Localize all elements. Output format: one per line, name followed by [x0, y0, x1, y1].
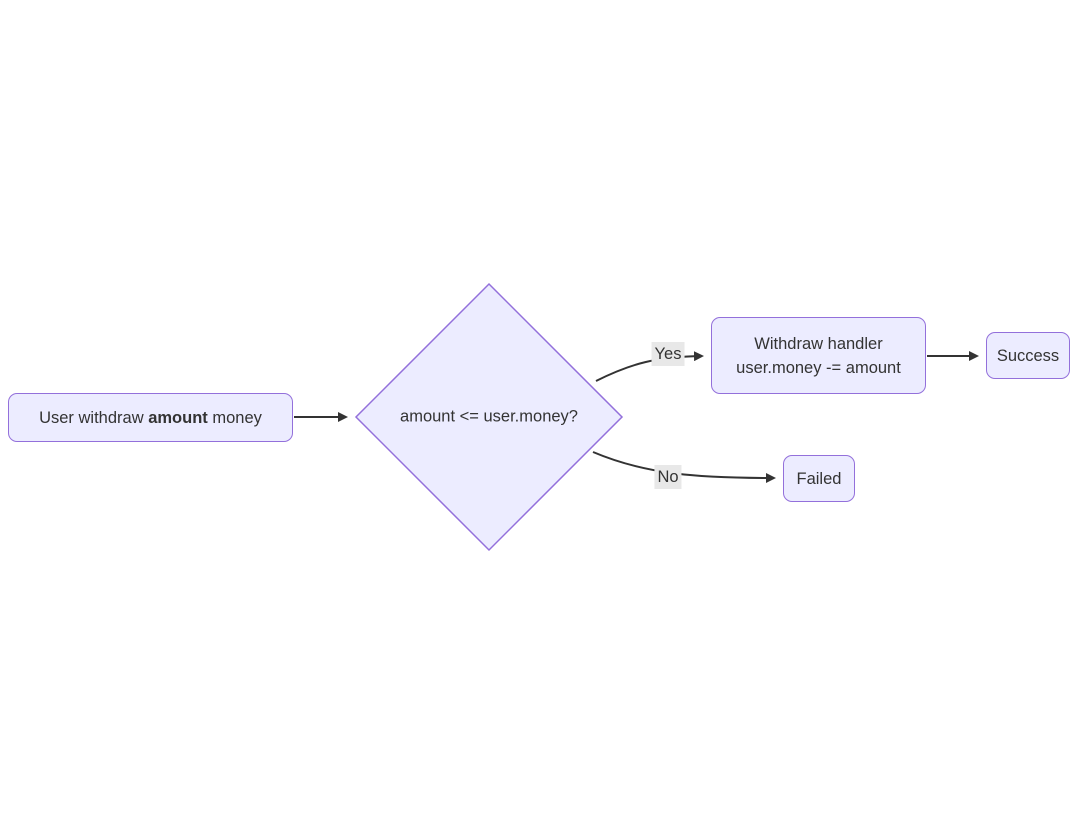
edge-decision-to-handler: [595, 351, 704, 382]
edge-decision-to-failed: [592, 451, 776, 483]
node-decision-label: amount <= user.money?: [400, 407, 578, 426]
edge-label-no: No: [654, 465, 682, 489]
node-start-text-prefix: User withdraw: [39, 408, 149, 427]
edge-label-yes: Yes: [651, 342, 685, 366]
node-start-text-suffix: money: [207, 408, 262, 427]
node-failed: Failed: [783, 455, 855, 502]
node-handler: Withdraw handler user.money -= amount: [711, 317, 926, 394]
node-start: User withdraw amount money: [8, 393, 293, 442]
node-handler-line2: user.money -= amount: [736, 358, 901, 377]
node-start-label: User withdraw amount money: [39, 406, 262, 430]
node-success: Success: [986, 332, 1070, 379]
decision-diamond-shape: [354, 282, 624, 552]
node-start-text-bold: amount: [148, 408, 208, 427]
node-handler-line1: Withdraw handler: [754, 334, 883, 353]
